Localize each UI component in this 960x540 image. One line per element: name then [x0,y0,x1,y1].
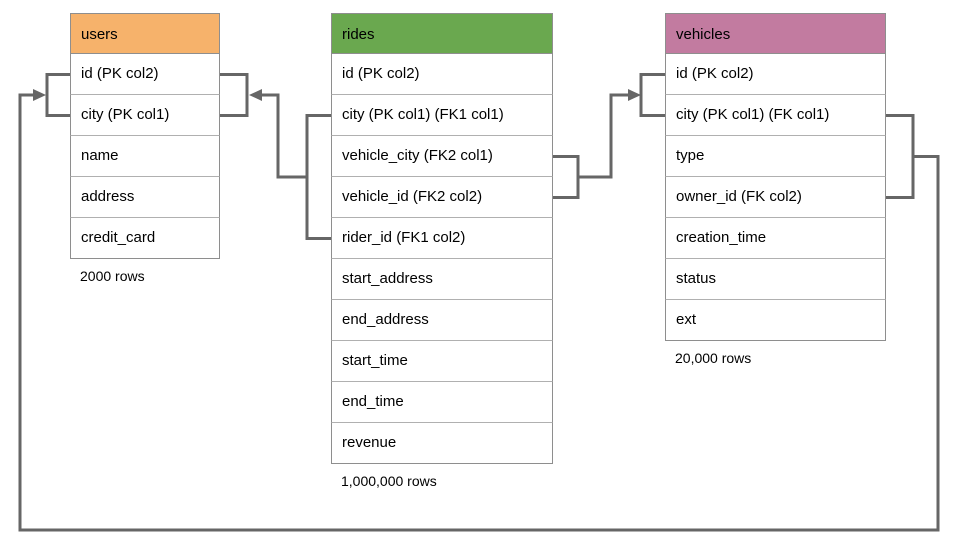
table-rides-row-rider-id: rider_id (FK1 col2) [331,218,553,259]
table-vehicles-row-status: status [665,259,886,300]
rides-left-bracket [305,114,332,240]
table-vehicles: vehicles id (PK col2) city (PK col1) (FK… [665,13,886,366]
table-users-row-credit-card: credit_card [70,218,220,259]
table-users-header: users [70,13,220,54]
fk2-arrowhead-icon [628,89,641,101]
table-users-row-name: name [70,136,220,177]
table-vehicles-row-id: id (PK col2) [665,54,886,95]
table-vehicles-row-count: 20,000 rows [675,350,752,366]
fk1-connector-line [262,93,307,179]
table-rides-row-vehicle-id: vehicle_id (FK2 col2) [331,177,553,218]
table-rides-row-end-time: end_time [331,382,553,423]
table-vehicles-header: vehicles [665,13,886,54]
table-rides: rides id (PK col2) city (PK col1) (FK1 c… [331,13,553,489]
table-rides-row-end-address: end_address [331,300,553,341]
table-users: users id (PK col2) city (PK col1) name a… [70,13,220,284]
fk2-connector-line [578,93,628,179]
fk-connector-line [18,93,940,532]
table-users-row-count: 2000 rows [80,268,145,284]
table-users-row-id: id (PK col2) [70,54,220,95]
fk-arrowhead-icon [33,89,46,101]
vehicles-right-bracket [885,114,915,199]
table-vehicles-row-creation-time: creation_time [665,218,886,259]
rides-right-bracket [552,155,580,199]
table-rides-row-id: id (PK col2) [331,54,553,95]
table-rides-row-vehicle-city: vehicle_city (FK2 col1) [331,136,553,177]
table-rides-row-revenue: revenue [331,423,553,464]
table-vehicles-row-ext: ext [665,300,886,341]
users-left-bracket [45,73,71,117]
vehicles-left-bracket [639,73,666,117]
table-users-row-address: address [70,177,220,218]
table-rides-header: rides [331,13,553,54]
fk1-arrowhead-icon [249,89,262,101]
table-rides-row-start-address: start_address [331,259,553,300]
users-right-bracket [220,73,249,117]
table-vehicles-row-type: type [665,136,886,177]
table-rides-row-start-time: start_time [331,341,553,382]
table-rides-row-count: 1,000,000 rows [341,473,437,489]
table-users-row-city: city (PK col1) [70,95,220,136]
table-rides-row-city: city (PK col1) (FK1 col1) [331,95,553,136]
table-vehicles-row-owner-id: owner_id (FK col2) [665,177,886,218]
table-vehicles-row-city: city (PK col1) (FK col1) [665,95,886,136]
